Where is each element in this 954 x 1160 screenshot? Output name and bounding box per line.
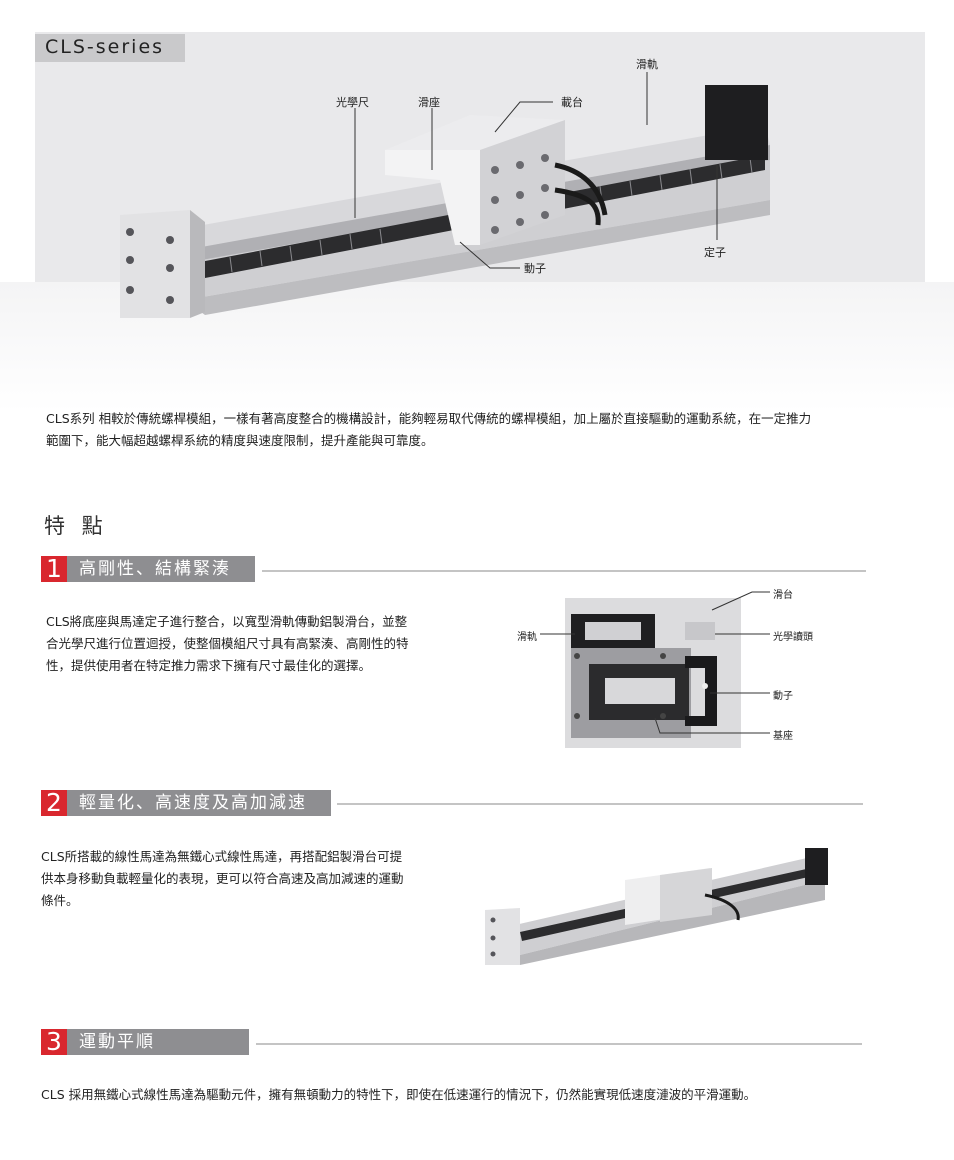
callout-optical-scale: 光學尺	[336, 96, 369, 109]
hero-panel	[35, 32, 925, 282]
intro-line: 範圍下，能大幅超越螺桿系統的精度與速度限制，提升產能與可靠度。	[46, 433, 434, 448]
xsec-label-rail: 滑軌	[517, 632, 537, 643]
feature-line: 條件。	[41, 893, 79, 908]
cross-section-diagram	[565, 598, 741, 748]
feature2-linear-module	[485, 848, 828, 965]
feature-3-rule	[256, 1043, 862, 1045]
feature-3-header: 3 運動平順	[41, 1029, 249, 1055]
feature-number: 1	[41, 556, 67, 582]
callout-stator: 定子	[704, 246, 726, 259]
feature-number: 3	[41, 1029, 67, 1055]
feature-label: 高剛性、結構緊湊	[67, 556, 255, 582]
xsec-label-base: 基座	[773, 731, 793, 742]
feature-number: 2	[41, 790, 67, 816]
callout-carriage: 載台	[561, 96, 583, 109]
xsec-label-mover: 動子	[773, 691, 793, 702]
feature-2-rule	[337, 803, 863, 805]
feature-label: 輕量化、高速度及高加減速	[67, 790, 331, 816]
feature-line: CLS將底座與馬達定子進行整合，以寬型滑軌傳動鋁製滑台，並整	[46, 614, 408, 629]
feature-1-header: 1 高剛性、結構緊湊	[41, 556, 255, 582]
series-title: CLS-series	[35, 34, 185, 62]
callout-mover: 動子	[524, 262, 546, 275]
intro-line: CLS系列 相較於傳統螺桿模組，一樣有著高度整合的機構設計，能夠輕易取代傳統的螺…	[46, 411, 812, 426]
feature-1-text: CLS將底座與馬達定子進行整合，以寬型滑軌傳動鋁製滑台，並整 合光學尺進行位置迴…	[46, 611, 466, 677]
feature-2-header: 2 輕量化、高速度及高加減速	[41, 790, 331, 816]
hero-fade	[0, 282, 954, 412]
feature-line: 供本身移動負載輕量化的表現，更可以符合高速及高加減速的運動	[41, 871, 404, 886]
feature-2-text: CLS所搭載的線性馬達為無鐵心式線性馬達，再搭配鋁製滑台可提 供本身移動負載輕量…	[41, 846, 461, 912]
feature-line: 合光學尺進行位置迴授，使整個模組尺寸具有高緊湊、高剛性的特	[46, 636, 409, 651]
feature-line: 性，提供使用者在特定推力需求下擁有尺寸最佳化的選擇。	[46, 658, 372, 673]
callout-slider: 滑座	[418, 96, 440, 109]
feature-1-rule	[262, 570, 866, 572]
features-title: 特 點	[44, 514, 108, 538]
xsec-label-slide-table: 滑台	[773, 590, 793, 601]
feature-line: CLS所搭載的線性馬達為無鐵心式線性馬達，再搭配鋁製滑台可提	[41, 849, 403, 864]
callout-rail: 滑軌	[636, 58, 658, 71]
feature-label: 運動平順	[67, 1029, 249, 1055]
intro-paragraph: CLS系列 相較於傳統螺桿模組，一樣有著高度整合的機構設計，能夠輕易取代傳統的螺…	[46, 408, 876, 452]
feature-line: CLS 採用無鐵心式線性馬達為驅動元件，擁有無頓動力的特性下，即使在低速運行的情…	[41, 1087, 757, 1102]
feature-3-text: CLS 採用無鐵心式線性馬達為驅動元件，擁有無頓動力的特性下，即使在低速運行的情…	[41, 1084, 901, 1106]
xsec-label-optical-head: 光學讀頭	[773, 632, 813, 643]
